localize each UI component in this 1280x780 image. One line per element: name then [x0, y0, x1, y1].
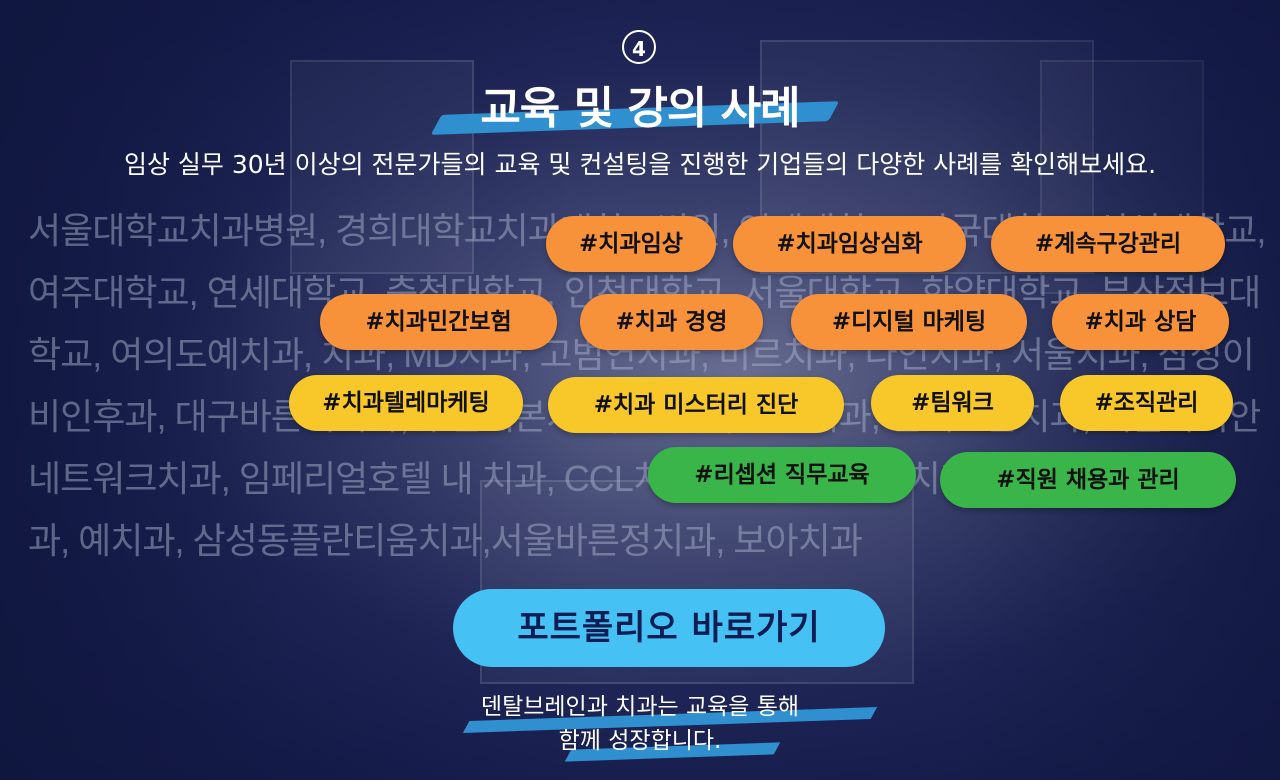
tag-chip: #팀워크 — [871, 375, 1034, 431]
footer-line: 함께 성장합니다. — [558, 728, 722, 754]
tag-chip: #치과 상담 — [1052, 294, 1229, 350]
tag-chip: #치과임상 — [546, 216, 716, 272]
title-block: 교육 및 강의 사례 — [0, 72, 1280, 135]
tag-chip: #치과텔레마케팅 — [289, 375, 523, 431]
tag-chip: #조직관리 — [1060, 375, 1233, 431]
page-title: 교육 및 강의 사례 — [480, 83, 800, 134]
tag-chip: #디지털 마케팅 — [791, 294, 1027, 350]
page-subtitle: 임상 실무 30년 이상의 전문가들의 교육 및 컨설팅을 진행한 기업들의 다… — [123, 150, 1157, 179]
tag-chip: #치과 미스터리 진단 — [548, 377, 844, 433]
tag-chip: #치과민간보험 — [320, 294, 557, 350]
tag-chip: #직원 채용과 관리 — [940, 452, 1236, 508]
tag-chip: #치과 경영 — [580, 294, 763, 350]
step-number-badge: 4 — [622, 30, 656, 64]
tag-chip: #치과임상심화 — [733, 216, 966, 272]
portfolio-link-button[interactable]: 포트폴리오 바로가기 — [453, 589, 885, 667]
tag-chip: #계속구강관리 — [991, 216, 1225, 272]
tag-chip: #리셉션 직무교육 — [648, 447, 916, 503]
footer-line: 덴탈브레인과 치과는 교육을 통해 — [480, 694, 800, 720]
footer-tagline: 덴탈브레인과 치과는 교육을 통해 함께 성장합니다. — [0, 690, 1280, 758]
